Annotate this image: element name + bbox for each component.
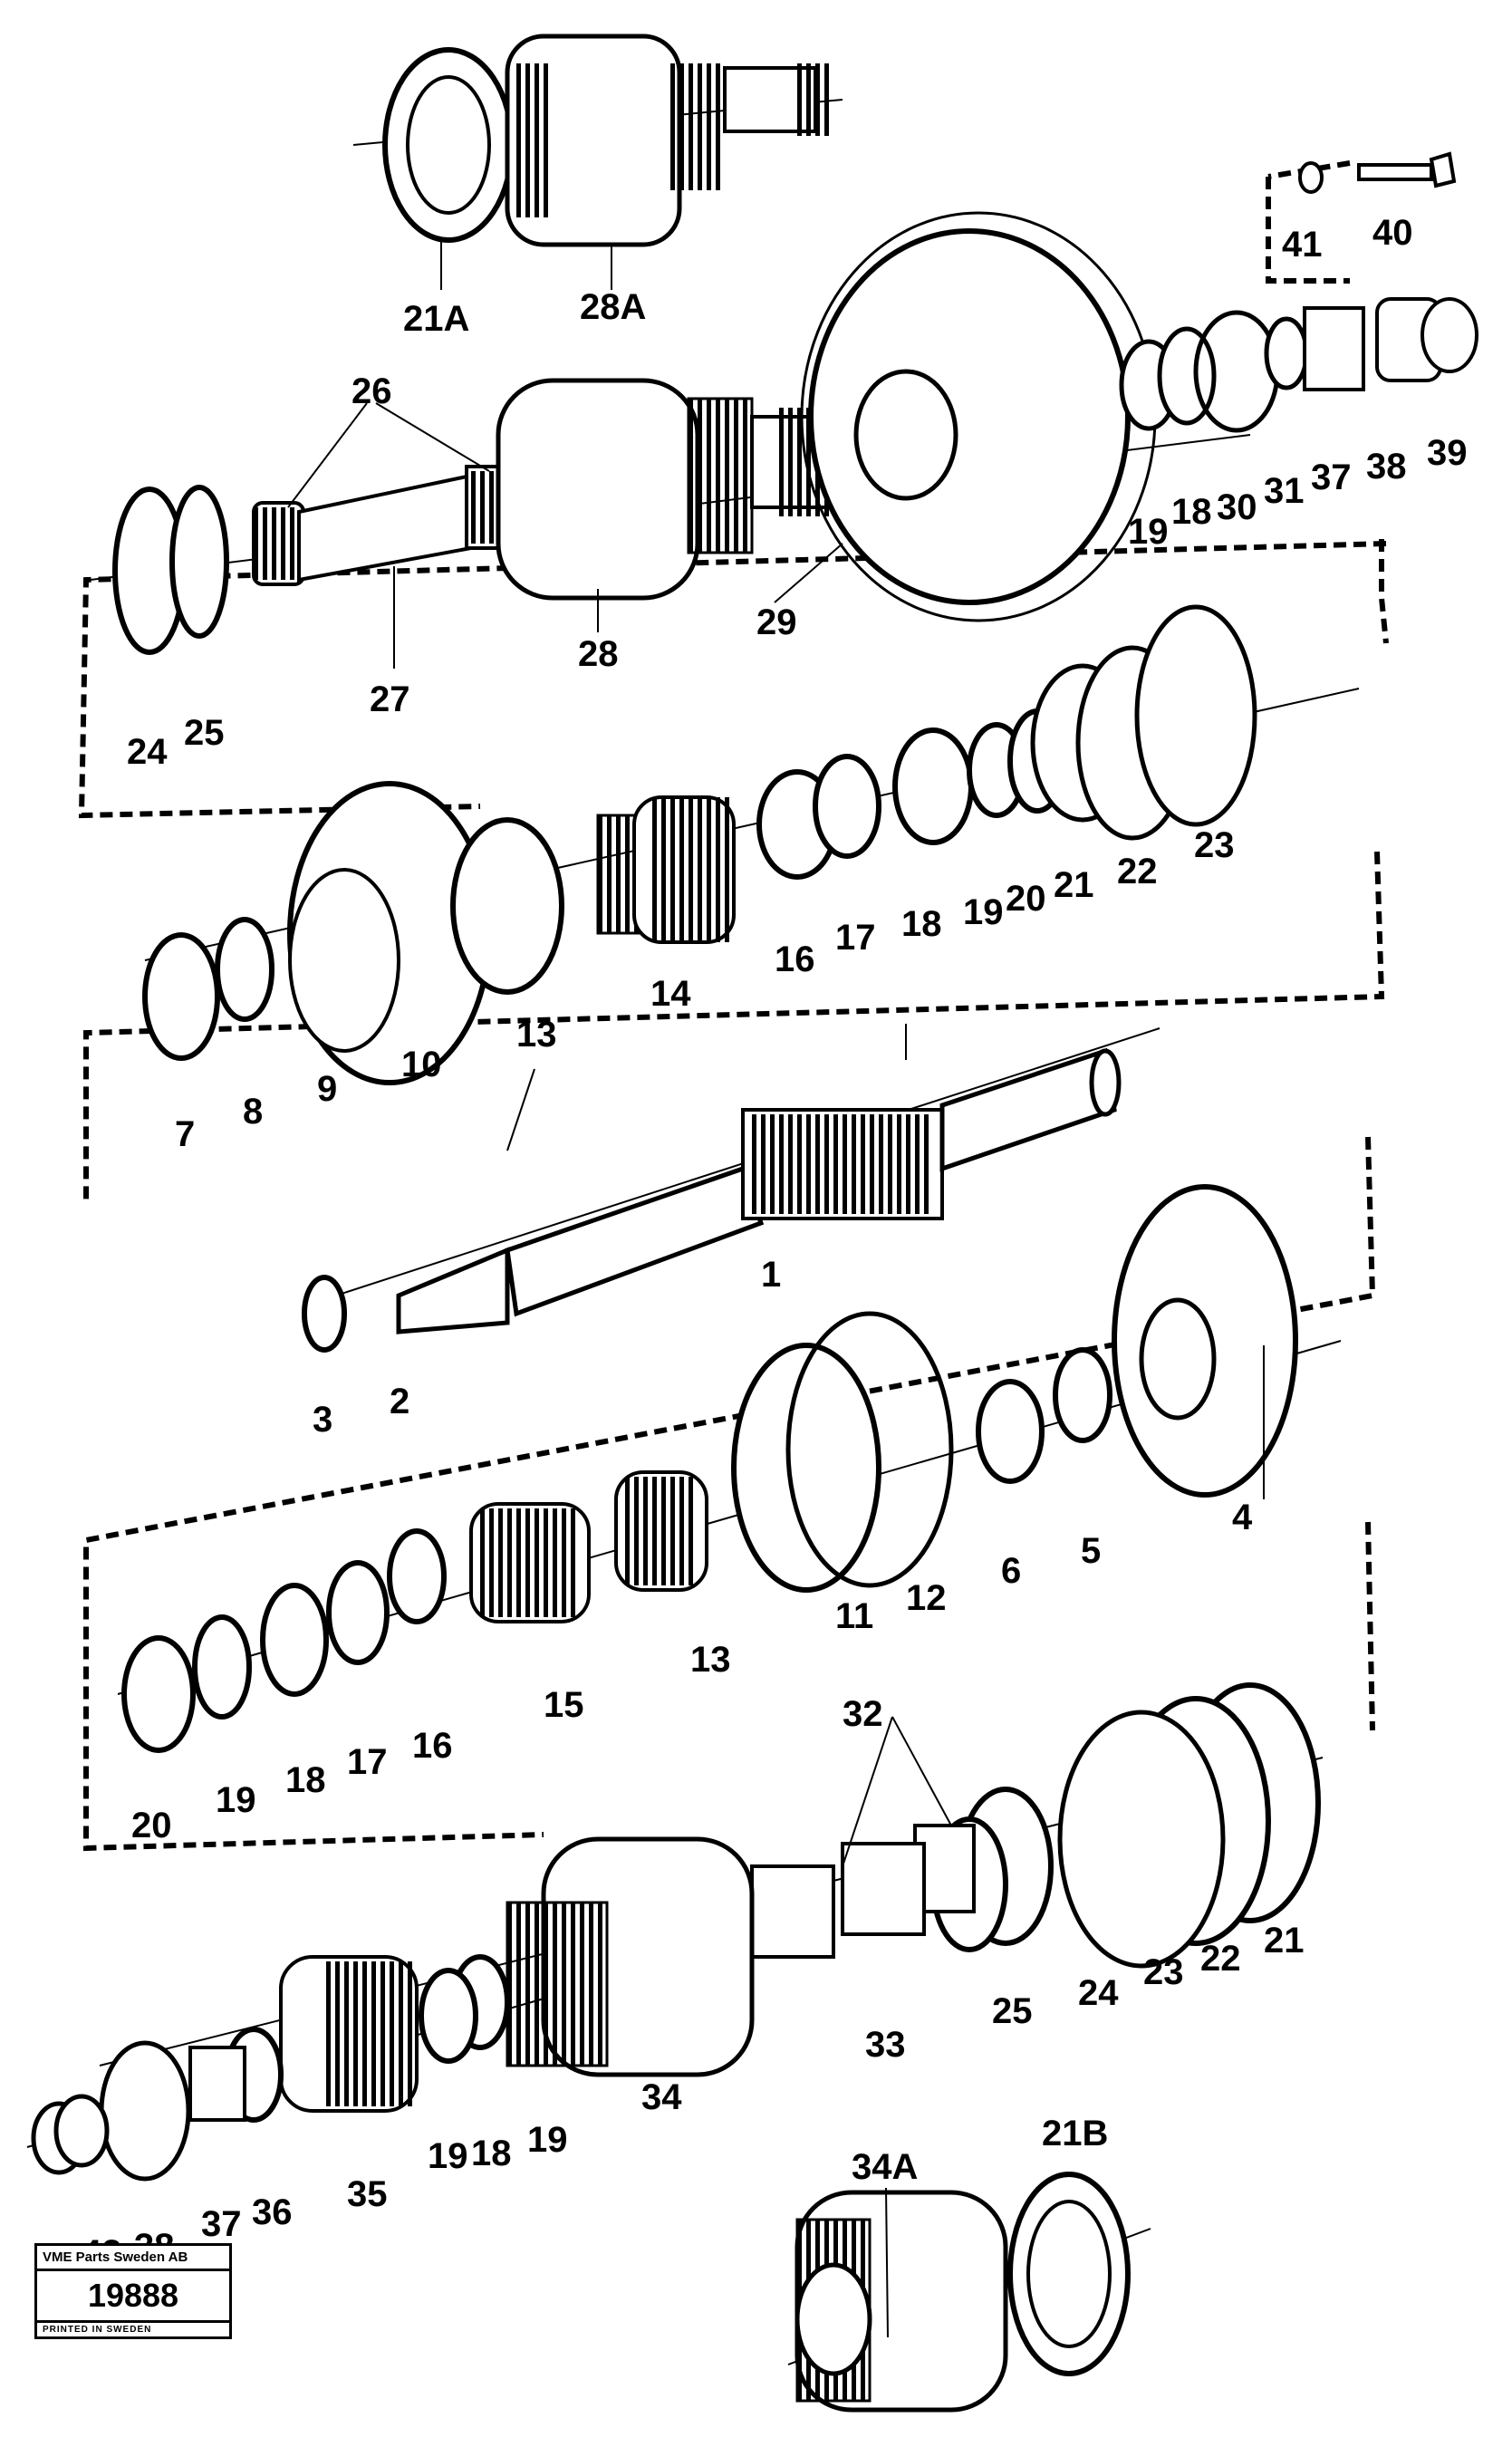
- label-21A: 21A: [403, 299, 469, 339]
- stamp-company: VME Parts Sweden AB: [37, 2246, 229, 2271]
- label-13a: 13: [516, 1015, 557, 1055]
- label-21a: 21: [1054, 865, 1094, 905]
- label-19b: 19: [963, 892, 1004, 932]
- label-18d: 18: [471, 2134, 512, 2173]
- label-37a: 37: [1311, 458, 1352, 497]
- label-16b: 16: [412, 1726, 453, 1766]
- label-26: 26: [352, 371, 392, 411]
- label-16a: 16: [775, 939, 815, 979]
- label-15: 15: [544, 1685, 584, 1725]
- label-18b: 18: [901, 904, 942, 944]
- part-34A: [795, 2190, 1008, 2413]
- label-22b: 22: [1200, 1939, 1241, 1979]
- label-28: 28: [578, 634, 619, 674]
- part-1-mainshaft: [302, 1047, 1122, 1353]
- label-18c: 18: [285, 1760, 326, 1800]
- label-5: 5: [1081, 1531, 1101, 1571]
- label-31: 31: [1264, 471, 1305, 511]
- label-8: 8: [243, 1092, 263, 1132]
- label-4: 4: [1232, 1498, 1253, 1537]
- label-19c: 19: [216, 1780, 256, 1820]
- parts-row-5: [31, 1682, 1321, 2182]
- label-1: 1: [761, 1255, 781, 1295]
- label-35: 35: [347, 2174, 388, 2214]
- label-23b: 23: [1143, 1952, 1184, 1992]
- drawing-stamp: VME Parts Sweden AB 19888 PRINTED IN SWE…: [34, 2243, 232, 2339]
- label-13b: 13: [690, 1640, 731, 1680]
- label-34: 34: [641, 2077, 682, 2117]
- label-12: 12: [906, 1578, 947, 1618]
- part-28A: [505, 34, 829, 247]
- stamp-printed: PRINTED IN SWEDEN: [43, 2325, 152, 2335]
- label-41: 41: [1282, 225, 1323, 265]
- part-21B: [1007, 2172, 1131, 2376]
- label-17a: 17: [835, 918, 876, 958]
- label-6: 6: [1001, 1551, 1021, 1591]
- label-39: 39: [1427, 433, 1468, 473]
- stamp-number: 19888: [37, 2271, 229, 2323]
- label-22a: 22: [1117, 852, 1158, 891]
- label-36: 36: [252, 2192, 293, 2232]
- part-40-bolt: [1357, 151, 1457, 188]
- group-frames: [78, 160, 1389, 1852]
- label-23a: 23: [1194, 825, 1235, 865]
- parts-row-2-right: [1119, 297, 1478, 433]
- part-21A: [382, 47, 515, 243]
- label-2: 2: [390, 1382, 409, 1421]
- parts-row-4: [121, 1184, 1298, 1753]
- label-37b: 37: [201, 2204, 242, 2244]
- leader-lines: [287, 240, 1265, 2338]
- label-24a: 24: [127, 732, 168, 772]
- label-33: 33: [865, 2025, 906, 2065]
- parts-row-3: [142, 604, 1257, 1085]
- part-41-washer: [1298, 161, 1324, 194]
- parts-row-2: [112, 211, 1157, 655]
- label-20a: 20: [1006, 879, 1046, 919]
- label-21B: 21B: [1042, 2114, 1108, 2153]
- label-25b: 25: [992, 1991, 1033, 2031]
- label-9: 9: [317, 1069, 337, 1109]
- label-21b: 21: [1264, 1921, 1305, 1960]
- part-labels: 21A 28A 41 40 26 19 18 30 31 37 38 39 24…: [82, 213, 1468, 2273]
- label-19a: 19: [1128, 512, 1169, 552]
- label-18a: 18: [1171, 492, 1212, 532]
- label-11: 11: [835, 1596, 873, 1636]
- label-19e: 19: [527, 2120, 568, 2160]
- label-14: 14: [650, 974, 691, 1014]
- label-32: 32: [843, 1694, 883, 1734]
- label-34A: 34A: [852, 2147, 918, 2187]
- label-30: 30: [1217, 487, 1257, 527]
- label-27: 27: [370, 679, 410, 719]
- label-29: 29: [756, 602, 797, 642]
- label-20b: 20: [131, 1806, 172, 1845]
- label-3: 3: [313, 1400, 332, 1440]
- label-40: 40: [1372, 213, 1413, 253]
- label-28A: 28A: [580, 287, 646, 327]
- label-19d: 19: [428, 2136, 468, 2176]
- label-10: 10: [401, 1045, 442, 1084]
- label-38a: 38: [1366, 447, 1407, 487]
- label-17b: 17: [347, 1742, 388, 1782]
- label-25a: 25: [184, 713, 225, 753]
- label-24b: 24: [1078, 1973, 1119, 2013]
- label-7: 7: [175, 1114, 195, 1154]
